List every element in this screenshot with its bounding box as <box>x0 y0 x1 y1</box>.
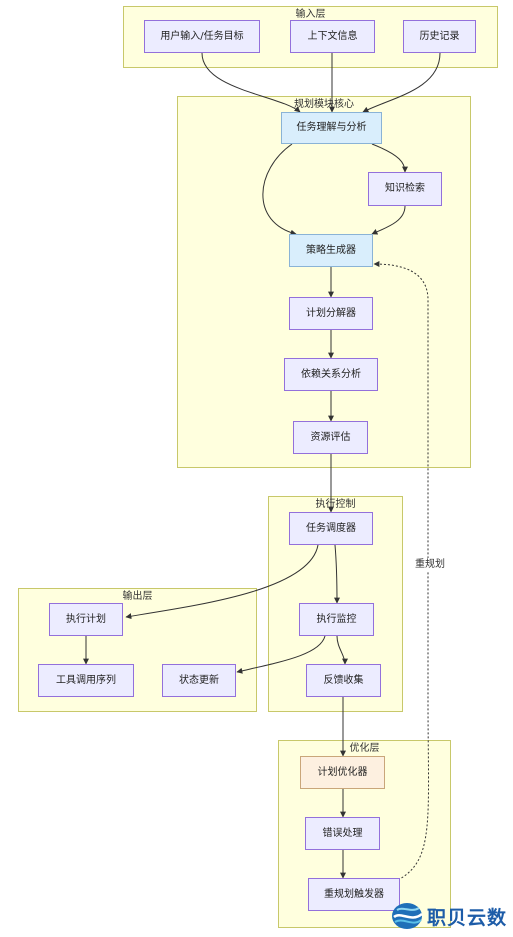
globe-logo-icon <box>391 903 423 929</box>
node-history: 历史记录 <box>403 20 476 53</box>
group-planning-core: 规划模块核心 <box>177 96 471 468</box>
node-tool-call-sequence: 工具调用序列 <box>38 664 134 697</box>
group-title: 优化层 <box>349 743 380 754</box>
logo-text: 职贝云数 <box>426 906 507 929</box>
edge-monitoring-to-feedback <box>336 635 348 665</box>
node-replan-trigger: 重规划触发器 <box>308 878 400 911</box>
edge-replan-to-strategy <box>373 261 430 881</box>
edge-history-to-understanding <box>362 52 441 113</box>
node-strategy-generator: 策略生成器 <box>289 234 373 267</box>
node-plan-optimizer: 计划优化器 <box>300 756 385 789</box>
node-execute-plan: 执行计划 <box>49 603 123 636</box>
node-dependency-analysis: 依赖关系分析 <box>284 358 378 391</box>
node-execution-monitoring: 执行监控 <box>299 603 374 636</box>
node-status-update: 状态更新 <box>162 664 236 697</box>
group-title: 执行控制 <box>315 499 356 510</box>
node-plan-decomposer: 计划分解器 <box>289 297 373 330</box>
edge-label-replan: 重规划 <box>413 558 447 572</box>
node-user-input: 用户输入/任务目标 <box>144 20 260 53</box>
edge-understanding-to-knowledge <box>371 143 408 173</box>
node-feedback-collection: 反馈收集 <box>306 664 381 697</box>
edge-scheduler-to-monitoring <box>333 544 340 604</box>
node-knowledge-retrieval: 知识检索 <box>368 172 442 206</box>
node-context: 上下文信息 <box>290 20 375 53</box>
edge-scheduler-to-execute-plan <box>125 544 319 620</box>
group-title: 输出层 <box>122 591 153 602</box>
node-task-scheduler: 任务调度器 <box>289 512 373 545</box>
edge-understanding-to-strategy <box>262 143 297 236</box>
edge-user-input-to-understanding <box>201 52 301 113</box>
edge-knowledge-to-strategy <box>371 205 406 235</box>
node-error-handling: 错误处理 <box>305 817 380 850</box>
node-resource-evaluation: 资源评估 <box>293 421 368 454</box>
group-title: 输入层 <box>295 9 326 20</box>
node-task-understanding: 任务理解与分析 <box>281 112 382 144</box>
group-title: 规划模块核心 <box>294 99 354 110</box>
edge-monitoring-to-status <box>236 635 326 674</box>
watermark-logo: 职贝云数 <box>391 901 507 931</box>
